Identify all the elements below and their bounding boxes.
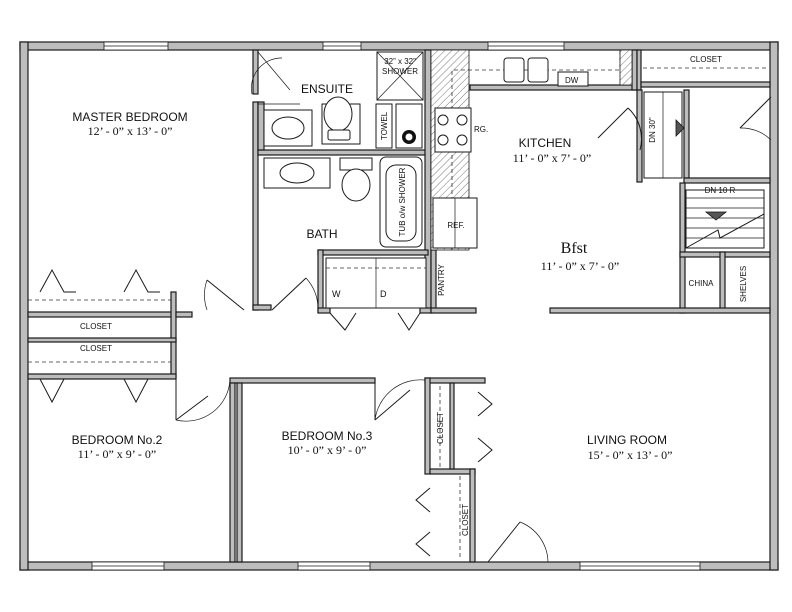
washer-label: W	[332, 289, 341, 299]
shelves-label: SHELVES	[739, 266, 748, 302]
fridge-label: REF.	[447, 221, 464, 230]
stair-down-30-label: DN 30"	[648, 117, 657, 143]
closet-vertical-1-label: CLOSET	[436, 412, 445, 444]
windows	[91, 41, 701, 571]
doors	[28, 268, 549, 563]
ensuite-fixtures	[251, 51, 424, 149]
closet-vertical-2-label: CLOSET	[461, 504, 470, 536]
closet-top-label: CLOSET	[690, 55, 722, 64]
master-bedroom-dims: 12’ - 0” x 13’ - 0”	[88, 124, 173, 138]
bedroom2-name: BEDROOM No.2	[72, 433, 163, 447]
range-label: RG.	[474, 125, 488, 134]
kitchen-dims: 11’ - 0” x 7’ - 0”	[513, 151, 591, 165]
stairs	[597, 91, 765, 249]
bfst-dims: 11’ - 0” x 7’ - 0”	[541, 259, 619, 273]
dryer-label: D	[380, 289, 387, 299]
bedroom2-closet-label: CLOSET	[80, 344, 112, 353]
kitchen-counters	[430, 49, 633, 251]
interior-walls	[27, 49, 771, 563]
exterior-walls	[19, 41, 779, 571]
living-room-name: LIVING ROOM	[587, 433, 667, 447]
bedroom3-dims: 10’ - 0” x 9’ - 0”	[288, 443, 367, 457]
china-label: CHINA	[689, 279, 715, 288]
living-room-dims: 15’ - 0” x 13’ - 0”	[588, 448, 673, 462]
bfst-name: Bfst	[561, 240, 588, 257]
towel-label: TOWEL	[380, 111, 389, 140]
closet-top-right	[643, 67, 772, 141]
shower-label: SHOWER	[382, 67, 418, 76]
shower-size-label: 32” x 32”	[384, 57, 416, 66]
dishwasher-label: DW	[565, 76, 579, 85]
labels: MASTER BEDROOM 12’ - 0” x 13’ - 0” ENSUI…	[72, 55, 748, 536]
stair-down-10r-label: DN 10 R	[705, 186, 736, 195]
kitchen-name: KITCHEN	[519, 136, 572, 150]
bedroom3-name: BEDROOM No.3	[282, 429, 373, 443]
master-closet-label: CLOSET	[80, 322, 112, 331]
ensuite-label: ENSUITE	[301, 82, 353, 96]
bath-name: BATH	[306, 227, 337, 241]
tub-label: TUB o/w SHOWER	[398, 167, 407, 236]
bath-fixtures	[263, 156, 423, 248]
laundry	[325, 257, 427, 309]
master-bedroom-name: MASTER BEDROOM	[72, 110, 187, 124]
bedroom2-dims: 11’ - 0” x 9’ - 0”	[78, 447, 156, 461]
pantry-label: PANTRY	[437, 263, 446, 295]
